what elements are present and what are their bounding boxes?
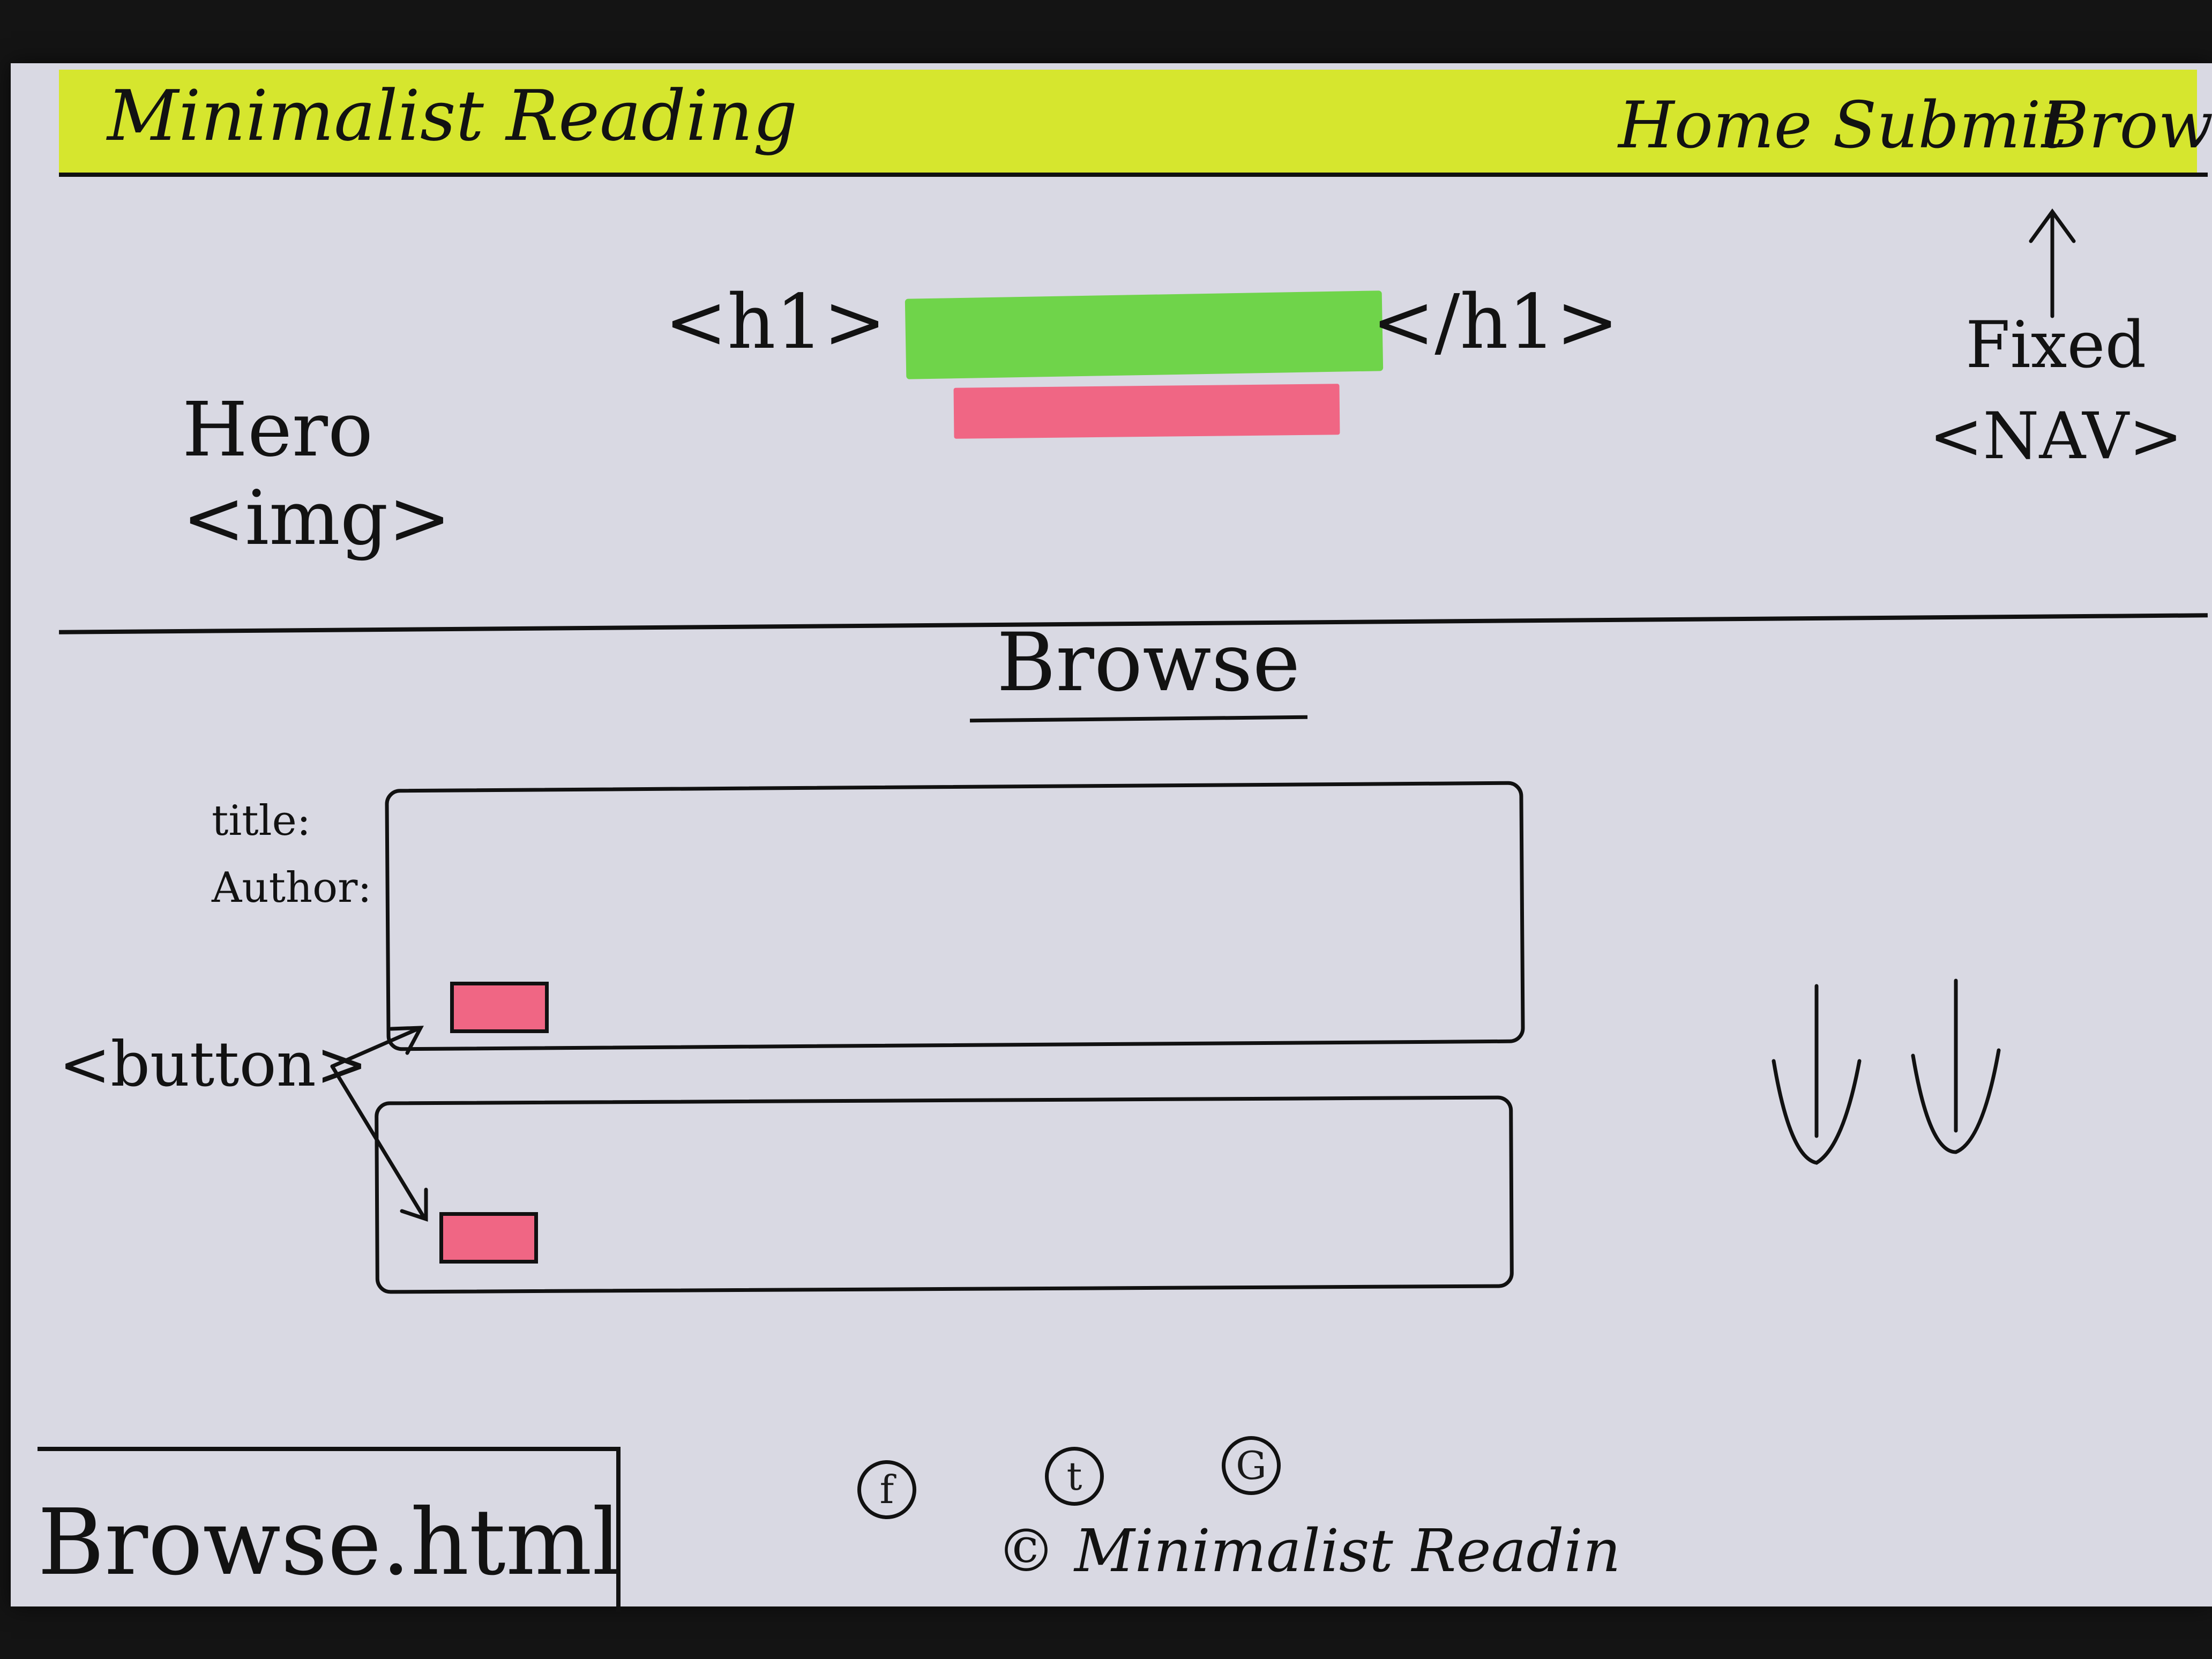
annotation-arrows-icon — [330, 1026, 428, 1222]
hero-heading-placeholder — [905, 290, 1384, 379]
hero-subheading-placeholder — [953, 384, 1340, 439]
page-filename: Browse.html — [38, 1490, 622, 1596]
card-button[interactable] — [439, 1212, 538, 1264]
navbar — [59, 70, 2197, 177]
card-button[interactable] — [450, 982, 549, 1033]
filename-box — [38, 1447, 621, 1612]
section-title-browse: Browse — [997, 616, 1301, 709]
nav-link-submit[interactable]: Submit — [1833, 88, 2067, 163]
facebook-icon[interactable]: f — [857, 1460, 916, 1519]
twitter-icon[interactable]: t — [1045, 1447, 1104, 1506]
google-icon[interactable]: G — [1222, 1436, 1281, 1495]
up-arrow-icon — [2029, 208, 2076, 318]
brand-logo[interactable]: Minimalist Reading — [107, 75, 798, 156]
book-card[interactable] — [375, 1095, 1514, 1294]
card-field-title: title: — [212, 797, 311, 845]
h1-open-tag: <h1> — [664, 279, 886, 366]
button-annotation: <button> — [59, 1029, 368, 1101]
book-card[interactable] — [385, 781, 1525, 1051]
nav-link-home[interactable]: Home — [1618, 88, 1812, 163]
card-field-labels: title: Author: — [212, 788, 372, 922]
fixed-nav-note: Fixed <NAV> — [1929, 308, 2183, 474]
nav-link-browse[interactable]: Browse — [2042, 88, 2212, 163]
card-field-author: Author: — [212, 864, 372, 912]
hero-image-label: Hero <img> — [182, 386, 451, 562]
h1-close-tag: </h1> — [1372, 279, 1619, 366]
footer-copyright: © Minimalist Readin — [997, 1516, 1621, 1585]
navbar-divider — [59, 173, 2208, 177]
scroll-down-icon — [1772, 978, 2001, 1165]
